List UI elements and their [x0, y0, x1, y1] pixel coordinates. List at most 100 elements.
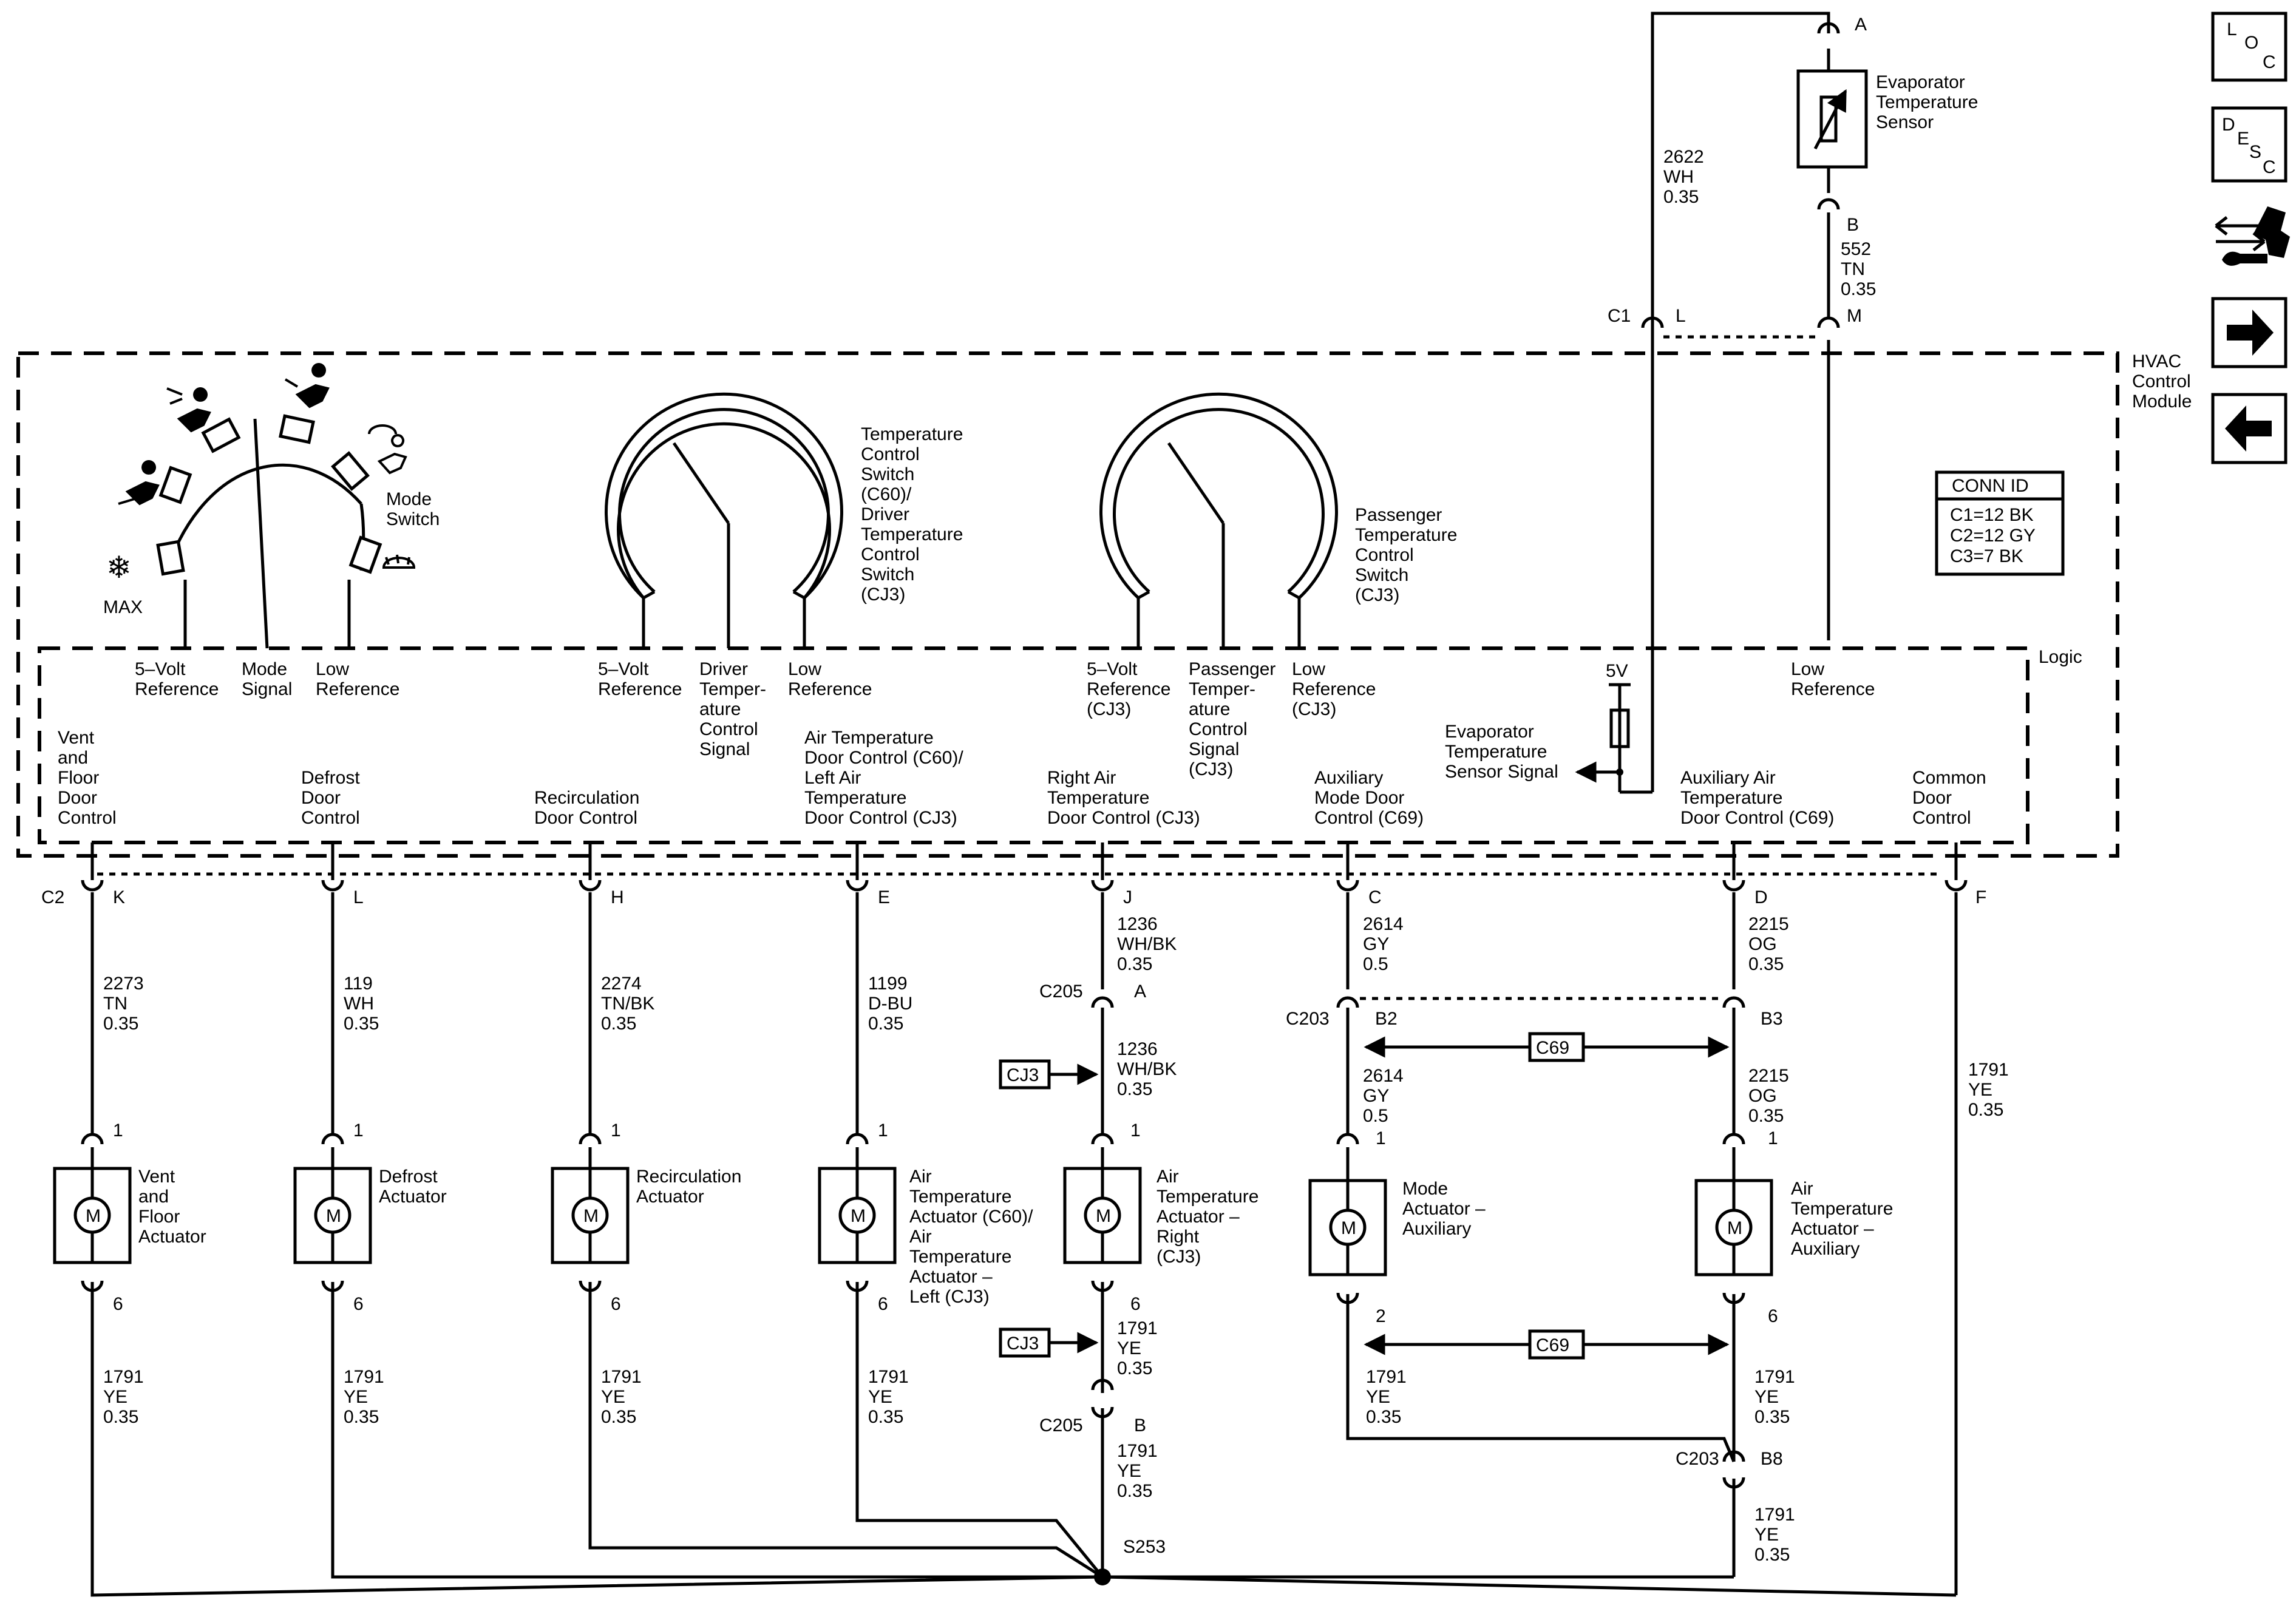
svg-text:C1: C1	[1608, 306, 1631, 326]
svg-text:1: 1	[1130, 1120, 1141, 1141]
desc-button[interactable]: D E S C	[2211, 106, 2288, 183]
svg-text:C3=7 BK: C3=7 BK	[1950, 546, 2023, 566]
svg-text:L: L	[2227, 19, 2237, 39]
hvac-module-outline	[16, 351, 2119, 858]
motor-symbol: M	[326, 1206, 341, 1226]
svg-text:C205: C205	[1039, 1415, 1083, 1436]
svg-text:6: 6	[1768, 1306, 1778, 1326]
wire-552-label: 552 TN 0.35	[1841, 239, 1876, 299]
loc-button[interactable]: L O C	[2211, 12, 2288, 82]
svg-text:Low Reference (CJ3: Low Reference (CJ3)	[1292, 659, 1381, 719]
svg-text:B8: B8	[1761, 1449, 1783, 1469]
svg-text:B: B	[1847, 215, 1859, 235]
svg-text:E: E	[878, 887, 890, 907]
actuator-feed-wires	[90, 892, 1958, 1595]
motor-symbol: M	[1341, 1218, 1356, 1238]
svg-text:Mode Signal: Mode Signal	[242, 659, 292, 699]
hvac-module-label: HVAC Control Module	[2132, 351, 2196, 412]
splice-s253	[1094, 1568, 1111, 1585]
c2-connector: C2 K L H E J C D F	[41, 842, 1986, 907]
evaporator-low-reference-label: Low Reference	[1791, 659, 1875, 699]
evaporator-sensor-label: Evaporator Temperature Sensor	[1876, 72, 1983, 132]
mode-switch: ❄ MAX Mode Switch 5–Volt Reference Mode …	[103, 363, 440, 699]
svg-text:1: 1	[1376, 1128, 1386, 1148]
svg-text:C203: C203	[1286, 1009, 1330, 1029]
svg-text:C2: C2	[41, 887, 64, 907]
svg-text:5–Volt Reference: 5–Volt Reference	[598, 659, 682, 699]
svg-text:Driver Temper- atu: Driver Temper- ature Control Signal	[699, 659, 771, 759]
svg-text:J: J	[1123, 887, 1132, 907]
cj3-tag-upper: CJ3	[999, 1059, 1099, 1090]
svg-text:L: L	[1676, 306, 1686, 326]
svg-text:M: M	[1847, 306, 1862, 326]
svg-text:D: D	[2222, 115, 2235, 135]
svg-text:Low Reference: Low Reference	[316, 659, 399, 699]
next-arrow-icon[interactable]	[2211, 297, 2288, 368]
previous-arrow-icon[interactable]	[2211, 393, 2288, 464]
logic-label: Logic	[2039, 647, 2082, 667]
svg-text:5–Volt Reference: 5–Volt Reference	[135, 659, 219, 699]
svg-text:Auxiliary Air Temperatur: Auxiliary Air Temperature Door Control (…	[1680, 768, 1834, 828]
svg-text:CONN ID: CONN ID	[1952, 476, 2029, 496]
svg-text:E: E	[2237, 129, 2249, 149]
svg-text:1: 1	[878, 1120, 888, 1141]
svg-text:1: 1	[113, 1120, 123, 1141]
svg-text:Vent and Floor: Vent and Floor Door Control	[58, 728, 117, 828]
svg-text:6: 6	[1130, 1294, 1141, 1314]
connector-diagnostic-icon[interactable]	[2215, 206, 2290, 266]
svg-text:B: B	[1134, 1415, 1146, 1436]
floor-mode-icon	[284, 363, 330, 408]
svg-text:C1=12 BK: C1=12 BK	[1950, 505, 2034, 525]
motor-symbol: M	[583, 1206, 599, 1226]
svg-text:CJ3: CJ3	[1007, 1065, 1039, 1085]
svg-text:O: O	[2244, 33, 2258, 53]
svg-text:L: L	[353, 887, 364, 907]
svg-text:A: A	[1855, 15, 1867, 35]
svg-text:MAX: MAX	[103, 597, 143, 617]
svg-text:B3: B3	[1761, 1009, 1783, 1029]
bilevel-mode-icon	[166, 387, 211, 433]
svg-text:1: 1	[1768, 1128, 1778, 1148]
motor-symbol: M	[1727, 1218, 1742, 1238]
vent-mode-icon	[118, 460, 160, 506]
svg-text:S: S	[2249, 142, 2261, 162]
svg-text:D: D	[1754, 887, 1768, 907]
svg-text:C2=12 GY: C2=12 GY	[1950, 526, 2036, 546]
wire-2622-label: 2622 WH 0.35	[1663, 147, 1709, 207]
svg-text:1: 1	[611, 1120, 621, 1141]
svg-text:B2: B2	[1375, 1009, 1398, 1029]
evaporator-sensor-circuit: A Evaporator Temperature Sensor B 2622 W…	[1445, 12, 1983, 794]
conn-id-table: CONN ID C1=12 BK C2=12 GY C3=7 BK	[1935, 470, 2065, 576]
output-control-labels: Vent and Floor Door Control Defrost Door…	[58, 728, 1986, 828]
svg-text:Recirculation Door Contr: Recirculation Door Control	[534, 788, 645, 828]
evaporator-signal-label: Evaporator Temperature Sensor Signal	[1445, 722, 1558, 782]
c69-tag-upper: C69	[1364, 1032, 1730, 1062]
motor-symbol: M	[851, 1206, 866, 1226]
